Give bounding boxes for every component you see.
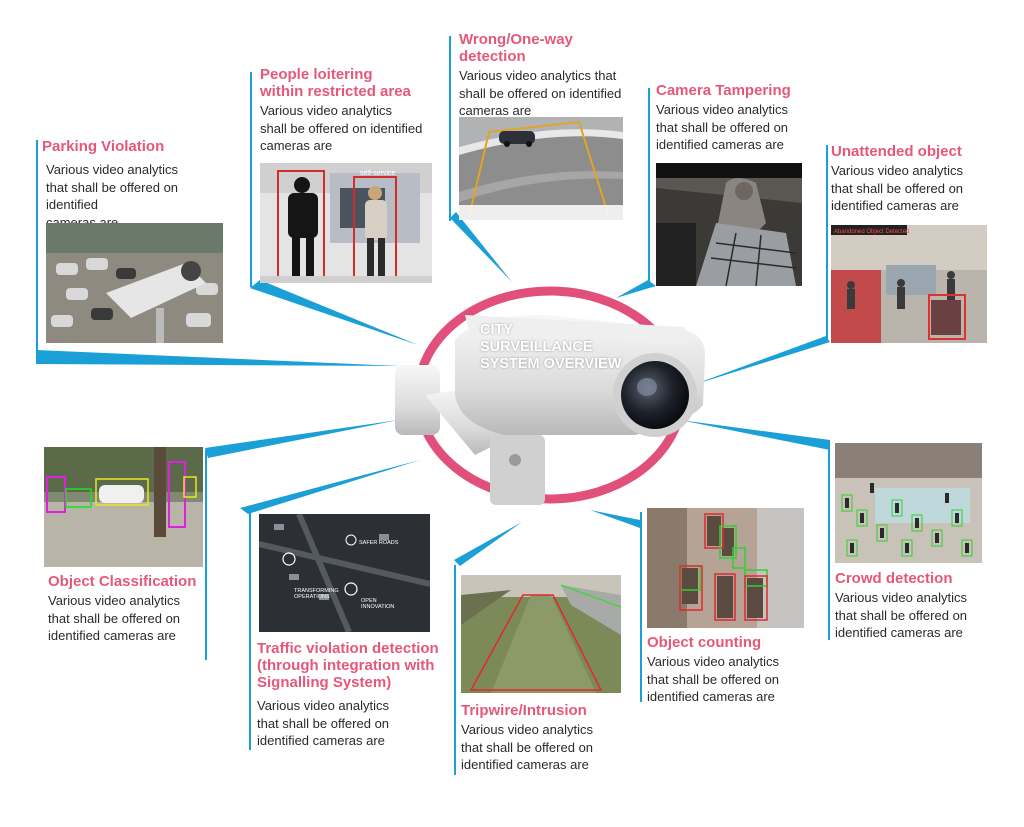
card-title: Object Classification <box>48 573 197 590</box>
people-loitering-image: self-service <box>260 163 432 283</box>
card-title: Parking Violation <box>42 138 165 155</box>
wrong-way-image <box>459 117 623 220</box>
connector-parking <box>36 350 400 366</box>
connector-counting <box>590 510 640 528</box>
center-title: CITY SURVEILLANCE SYSTEM OVERVIEW <box>480 322 622 372</box>
unattended-object-image: Abandoned Object Detected <box>831 225 987 343</box>
crowd-detection-image <box>835 443 982 563</box>
card-title: People loitering within restricted area <box>260 66 411 100</box>
tripwire-image <box>461 575 621 693</box>
connector-unattended <box>690 336 830 386</box>
card-object-counting: Object counting Various video analytics … <box>647 634 817 706</box>
connector-traffic <box>240 460 420 514</box>
card-title: Traffic violation detection (through int… <box>257 640 439 691</box>
card-description: Various video analytics that shall be of… <box>647 654 780 704</box>
card-title: Camera Tampering <box>656 82 791 99</box>
accent-line-crowd <box>828 440 830 640</box>
card-description: Various video analytics that shall be of… <box>48 593 181 643</box>
card-title: Crowd detection <box>835 570 953 587</box>
connector-classification <box>205 420 398 458</box>
connector-loitering <box>250 280 418 345</box>
object-classification-image <box>44 447 203 567</box>
accent-line-wrongway <box>449 36 451 221</box>
accent-line-traffic <box>249 510 251 750</box>
card-traffic-violation: Traffic violation detection (through int… <box>257 640 457 750</box>
connector-wrongway <box>450 212 512 282</box>
connector-tampering <box>616 280 656 298</box>
accent-line-counting <box>640 512 642 702</box>
card-tripwire: Tripwire/Intrusion Various video analyti… <box>461 702 641 774</box>
card-description: Various video analytics that shall be of… <box>656 102 789 152</box>
camera-illustration <box>395 286 705 505</box>
accent-line-tampering <box>648 88 650 283</box>
connector-crowd <box>680 420 830 450</box>
accent-line-loitering <box>250 72 252 287</box>
accent-line-unattended <box>826 145 828 340</box>
card-title: Wrong/One-way detection <box>459 31 573 65</box>
card-description: Various video analytics that shall be of… <box>831 163 964 213</box>
card-description: Various video analytics shall be offered… <box>260 103 423 153</box>
card-description: Various video analytics that shall be of… <box>461 722 594 772</box>
card-wrong-way: Wrong/One-way detection Various video an… <box>459 31 649 120</box>
card-description: Various video analytics that shall be of… <box>459 68 622 118</box>
connector-tripwire <box>454 522 522 566</box>
card-parking-violation: Parking Violation Various video analytic… <box>42 138 232 231</box>
safer-roads-label: SAFER ROADS <box>359 540 399 546</box>
card-description: Various video analytics that shall be of… <box>835 590 968 640</box>
parking-violation-image <box>46 223 223 343</box>
abandoned-label: Abandoned Object Detected <box>834 229 909 235</box>
card-unattended-object: Unattended object Various video analytic… <box>831 143 1011 215</box>
self-service-sign: self-service <box>360 170 396 177</box>
card-camera-tampering: Camera Tampering Various video analytics… <box>656 82 826 154</box>
card-description: Various video analytics that shall be of… <box>257 698 390 748</box>
accent-line-tripwire <box>454 565 456 775</box>
camera-tampering-image <box>656 163 802 286</box>
accent-line-parking <box>36 140 38 355</box>
card-crowd-detection: Crowd detection Various video analytics … <box>835 570 1005 642</box>
accent-line-classification <box>205 450 207 660</box>
card-description: Various video analytics that shall be of… <box>46 162 179 230</box>
card-title: Unattended object <box>831 143 962 160</box>
card-people-loitering: People loitering within restricted area … <box>260 66 460 155</box>
card-title: Object counting <box>647 634 762 651</box>
card-title: Tripwire/Intrusion <box>461 702 587 719</box>
object-counting-image <box>647 508 804 628</box>
card-object-classification: Object Classification Various video anal… <box>48 573 208 645</box>
